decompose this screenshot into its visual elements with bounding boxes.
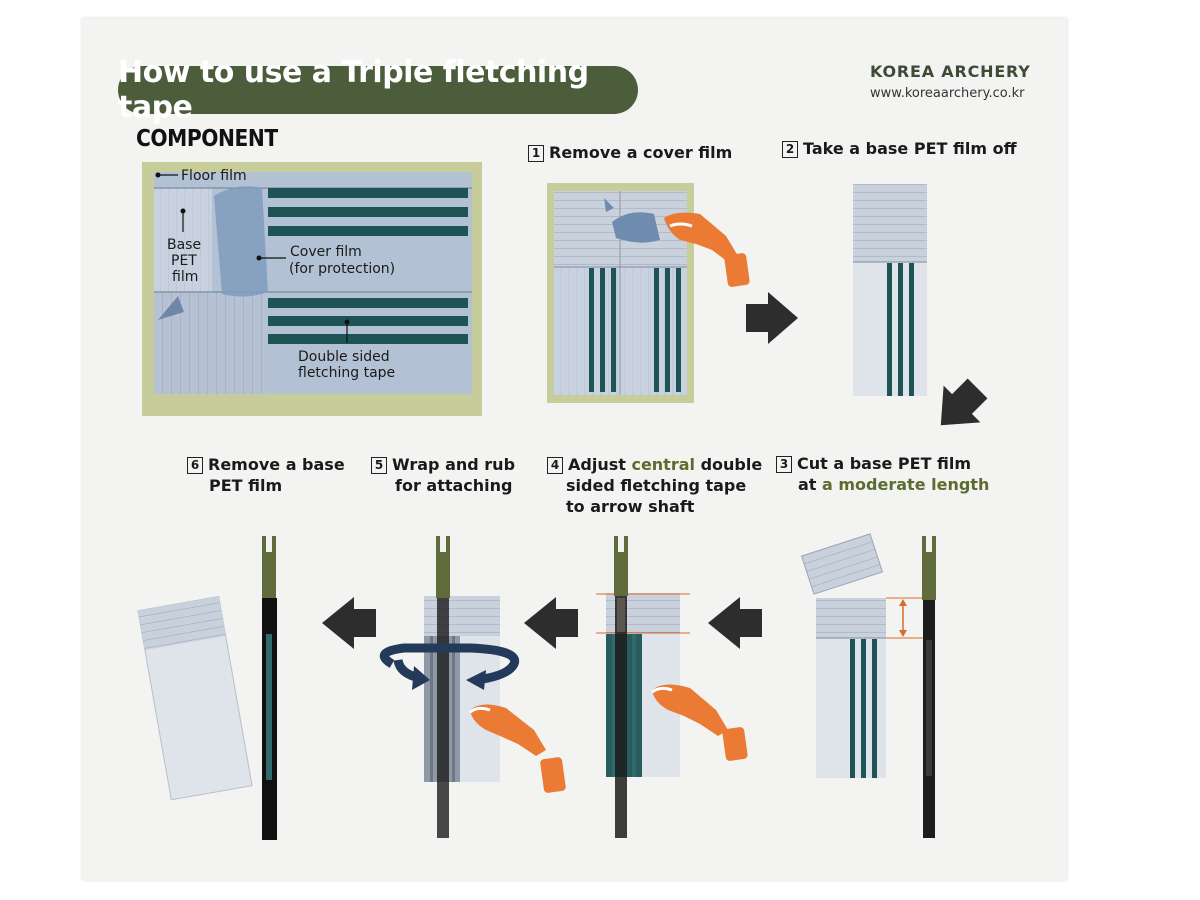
- hand-icon: [651, 684, 748, 761]
- step-4-illustration: [596, 536, 748, 838]
- arrow-right-icon: [746, 292, 798, 344]
- tape-label-2: fletching tape: [298, 365, 395, 381]
- component-diagram: Floor film Base PET film Cover film (for…: [142, 162, 482, 416]
- arrow-shaft: [436, 536, 450, 838]
- cover-film: [214, 186, 268, 297]
- step-5-illustration: [379, 536, 566, 838]
- tape-stripes-top: [268, 188, 468, 236]
- step-3-number: 3: [776, 456, 792, 473]
- step-4-number: 4: [547, 457, 563, 474]
- cut-film-piece: [800, 533, 884, 595]
- step-1-number: 1: [528, 145, 544, 162]
- removed-base-film: [137, 595, 253, 801]
- title-banner: How to use a Triple fletching tape: [118, 55, 638, 125]
- step-5-number: 5: [371, 457, 387, 474]
- hand-icon: [664, 212, 750, 287]
- tape-label-1: Double sided: [298, 349, 390, 365]
- base-pet-film: [154, 188, 212, 292]
- cover-label-2: (for protection): [289, 261, 395, 277]
- arrow-shaft: [262, 536, 277, 840]
- hand-icon: [469, 704, 566, 793]
- rotate-arrow-icon: [379, 643, 520, 690]
- arrow-shaft: [614, 536, 628, 838]
- arrow-left-icon: [708, 597, 762, 649]
- base-label-2: PET: [171, 253, 197, 269]
- arrow-left-icon: [524, 597, 578, 649]
- peeled-corner: [158, 296, 184, 320]
- floor-film-label: Floor film: [181, 168, 247, 184]
- tape-stripes-bottom: [268, 298, 468, 344]
- arrow-left-icon: [322, 597, 376, 649]
- step-1-illustration: [547, 183, 750, 403]
- step-6-illustration: [137, 536, 277, 840]
- step-6-number: 6: [187, 457, 203, 474]
- step-2-illustration: [853, 184, 927, 396]
- step-3-illustration: [800, 533, 936, 838]
- base-label-3: film: [172, 269, 198, 285]
- brand-url: www.koreaarchery.co.kr: [870, 86, 1025, 101]
- base-label-1: Base: [167, 237, 201, 253]
- instruction-sheet: [82, 18, 1067, 880]
- page-title: How to use a Triple fletching tape: [118, 55, 589, 125]
- cover-label-1: Cover film: [290, 244, 362, 260]
- step-2-number: 2: [782, 141, 798, 158]
- arrow-shaft: [922, 536, 936, 838]
- arrow-down-left-icon: [940, 378, 988, 426]
- peeling-cover-film: [612, 212, 660, 243]
- brand-name: KOREA ARCHERY: [870, 62, 1031, 81]
- component-heading: COMPONENT: [136, 126, 278, 152]
